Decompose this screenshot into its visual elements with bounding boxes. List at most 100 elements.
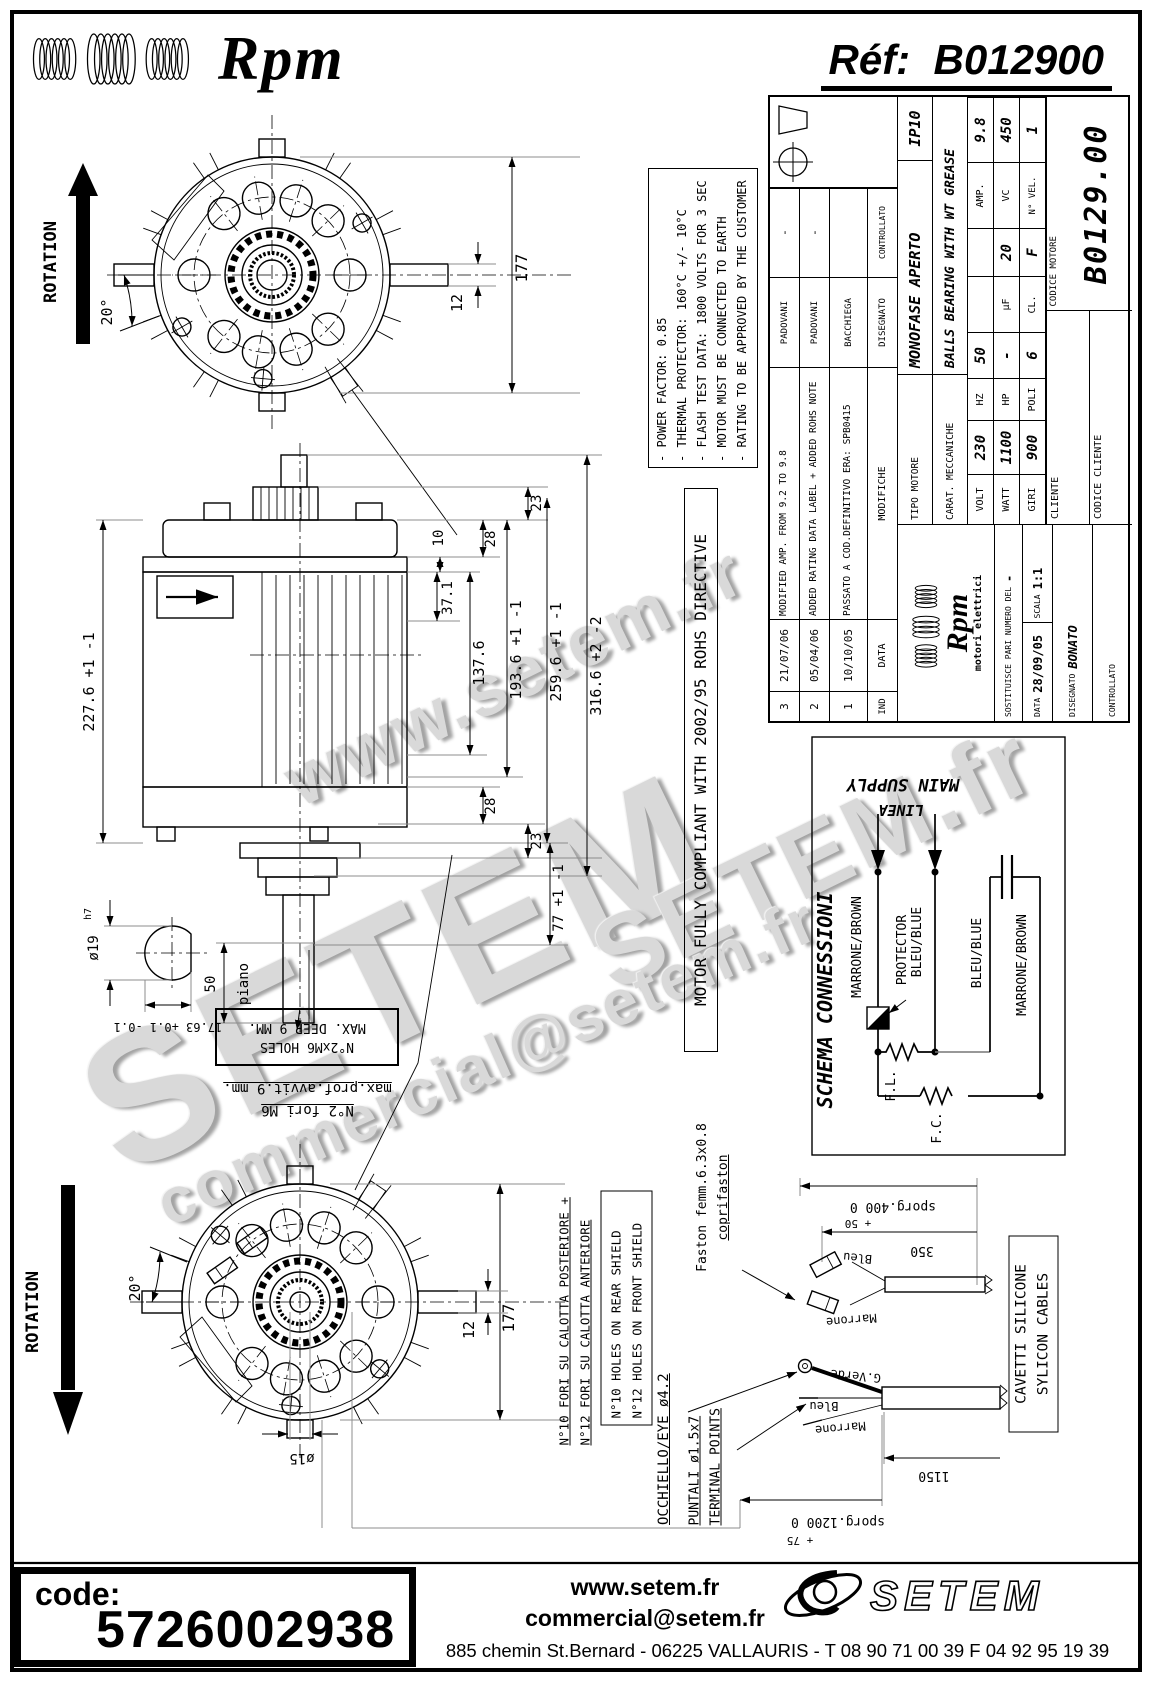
faston-line2: coprifaston	[715, 1154, 731, 1241]
shield-holes-note-en: N°10 HOLES ON REAR SHIELD N°12 HOLES ON …	[600, 1190, 652, 1425]
dim-10: 10	[431, 530, 447, 547]
schema-marrone-right: MARRONE/BROWN	[1015, 914, 1030, 1016]
dim-316-6: 316.6 +2 -2	[587, 616, 605, 715]
ref-label: Réf:	[828, 36, 911, 83]
rev3-by: PADOVANI	[770, 277, 800, 367]
schema-linea: LINEA	[878, 801, 923, 819]
rating-label	[156, 575, 234, 619]
dim-23-top: 23	[529, 495, 545, 512]
cable-bleu-1: Bleu	[843, 1250, 873, 1266]
dim-dia19: ø19	[86, 935, 102, 960]
header-controllato: CONTROLLATO	[868, 187, 898, 277]
dim-227: 227.6 +1 -1	[80, 632, 98, 731]
puntali: PUNTALI ø1.5x7	[687, 1415, 702, 1525]
cable-marrone-2: Marrone	[815, 1419, 867, 1437]
data-label: DATA	[1033, 697, 1042, 717]
rev3-desc: MODIFIED AMP. FROM 9.2 TO 9.8	[770, 367, 800, 619]
technical-notes-box: - POWER FACTOR: 0.85 - THERMAL PROTECTOR…	[648, 168, 758, 468]
codice-motore-value: B0129.00	[1079, 123, 1114, 285]
header-modifiche: MODIFICHE	[868, 367, 898, 619]
code-box: code: 5726002938	[14, 1567, 416, 1667]
front-view-top	[107, 115, 572, 433]
title-block-logo: Rpm motori elettrici	[898, 525, 995, 721]
electrical-specs: VOLT 230 HZ 50 AMP. 9.8 WATT 1100 HP - µ…	[968, 97, 1047, 524]
uf-value: 20	[994, 228, 1020, 276]
schema-title: SCHEMA CONNESSIONI	[813, 892, 837, 1109]
piano-label: piano	[236, 963, 252, 1005]
schema-fl: F.L.	[884, 1070, 899, 1101]
projection-symbol	[770, 97, 898, 189]
footer-email: commercial@setem.fr	[525, 1605, 765, 1632]
terminal-points: TERMINAL POINTS	[707, 1407, 723, 1525]
rev1-by: BACCHIEGA	[830, 277, 868, 367]
watt-value: 1100	[994, 420, 1020, 474]
screw-symbols	[210, 1225, 390, 1418]
poli-value: 6	[1020, 332, 1046, 378]
brand-name: Rpm	[218, 24, 345, 93]
fl-resistor	[878, 1041, 935, 1063]
dim-12-bottom: 12	[460, 1321, 478, 1339]
rotation-label-bottom: ROTATION	[23, 1271, 43, 1353]
ref-value: B012900	[933, 36, 1104, 83]
fc-resistor	[919, 1085, 953, 1107]
cable-sporg1200: sporg.1200 0	[791, 1514, 885, 1529]
cable-sporg1200-tol: + 75	[787, 1534, 814, 1547]
fori-posteriore: N°10 FORI SU CALOTTA POSTERIORE +	[556, 1196, 571, 1445]
revision-table: 3 21/07/06 MODIFIED AMP. FROM 9.2 TO 9.8…	[770, 187, 898, 721]
schema-protector: PROTECTOR	[895, 915, 910, 986]
cavetti-line1: CAVETTI SILICONE	[1013, 1263, 1030, 1404]
shield-holes-note-it: N°10 FORI SU CALOTTA POSTERIORE + N°12 F…	[553, 1147, 600, 1445]
title-block-left-column: Rpm motori elettrici SOSTITUISCE PARI NU…	[898, 524, 1132, 721]
sostituisce-value: -	[1001, 574, 1016, 582]
rev3-date: 21/07/06	[770, 619, 800, 691]
hz-value: 50	[968, 332, 994, 378]
cable-marrone-1: Marrone	[826, 1311, 878, 1329]
holes-front-shield: N°12 HOLES ON FRONT SHIELD	[629, 1222, 644, 1418]
vc-label: VC	[994, 162, 1020, 228]
disegnato-value: BONATO	[1065, 625, 1080, 669]
eyelet-text: OCCHIELLO/EYE ø4.2	[656, 1373, 672, 1525]
setem-logo: SETEM	[775, 1565, 1125, 1631]
title-block: 3 21/07/06 MODIFIED AMP. FROM 9.2 TO 9.8…	[768, 95, 1132, 723]
rev1-ind: 1	[830, 691, 868, 721]
tipo-motore-value: MONOFASE APERTO	[906, 232, 924, 368]
silicone-cables	[687, 1178, 1008, 1506]
rev2-desc: ADDED RATING DATA LABEL + ADDED ROHS NOT…	[800, 367, 830, 619]
coil-icon-small	[911, 585, 940, 669]
cliente-label: CLIENTE	[1047, 311, 1090, 524]
dim-137-6: 137.6	[470, 640, 488, 685]
title-block-data-column: TIPO MOTORE MONOFASE APERTO IP10 CARAT. …	[898, 97, 1132, 524]
amp-label: AMP.	[968, 162, 994, 228]
footer-web: www.setem.fr	[570, 1574, 720, 1600]
faston-line1: Faston femm.6.3x0.8	[695, 1123, 710, 1272]
dim-23-bottom: 23	[529, 833, 545, 850]
screw-symbols	[171, 212, 373, 391]
controllato-row: CONTROLLATO	[1093, 525, 1132, 721]
dim-37-1: 37.1	[440, 581, 456, 615]
dim-77: 77 +1 -1	[551, 864, 567, 931]
nvel-label: N° VEL.	[1020, 162, 1046, 228]
schema-connessioni	[811, 736, 1066, 1156]
dim-177-bottom: 177	[499, 1304, 518, 1333]
rev1-ctrl	[830, 187, 868, 277]
cable-bleu-2: Bleu	[810, 1399, 839, 1413]
sheet-border	[10, 10, 1142, 1672]
rohs-text: MOTOR FULLY COMPLIANT WITH 2002/95 ROHS …	[691, 534, 711, 1007]
schema-fc: F.C.	[930, 1112, 945, 1143]
ip-rating: IP10	[898, 97, 932, 161]
cable-sporg400: sporg.400 0	[850, 1199, 936, 1214]
terminal-pins-top-view	[324, 358, 364, 404]
sheet-metal-flap	[179, 1316, 253, 1403]
rpm-logo: Rpm	[28, 20, 345, 98]
m6-holes-note-it: N°2 fori M6 max.prof.avvit.9 mm.	[195, 1065, 420, 1121]
data-row: DATA 28/09/05	[1023, 622, 1052, 721]
volt-value: 230	[968, 420, 994, 474]
angle-dim-bottom: 20°	[126, 1274, 144, 1301]
header-data: DATA	[868, 619, 898, 691]
volt-label: VOLT	[968, 474, 994, 524]
dim-50: 50	[203, 976, 219, 993]
tipo-motore-label: TIPO MOTORE	[898, 374, 932, 524]
cable-350: 350	[910, 1243, 933, 1258]
carat-meccaniche-value: BALLS BEARING WITH WT GREASE	[942, 148, 958, 368]
header-ind: IND	[868, 691, 898, 721]
